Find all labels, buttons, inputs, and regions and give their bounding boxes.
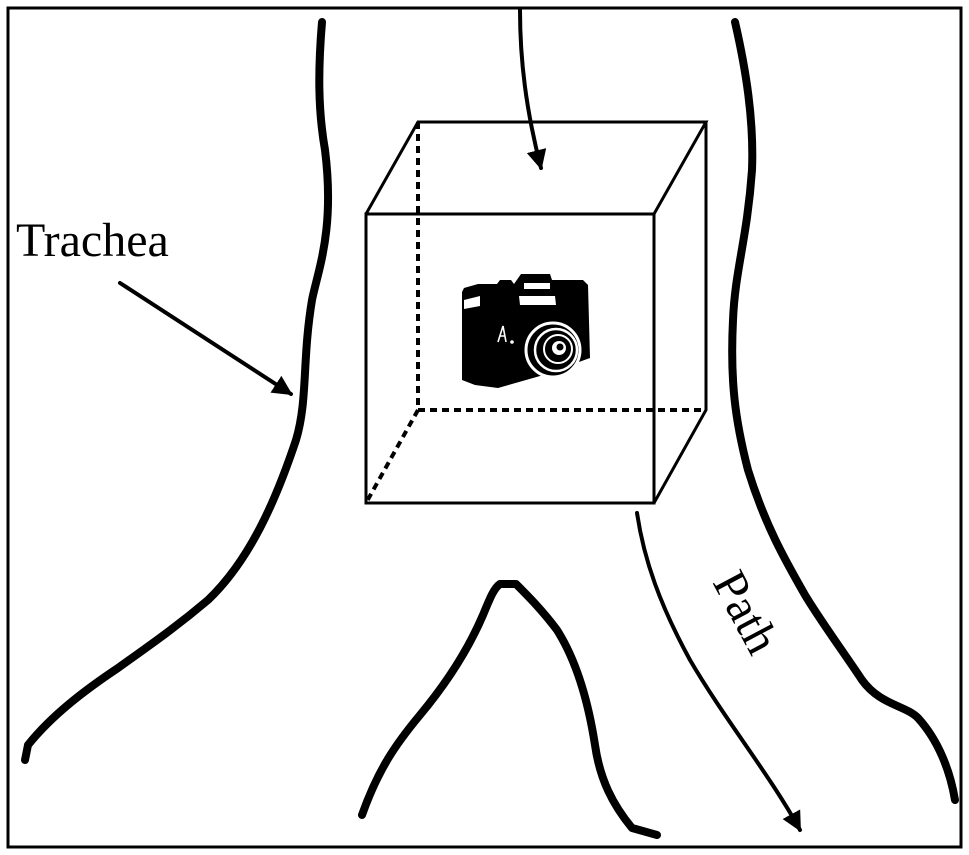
- box-hidden-edges: [364, 122, 706, 504]
- carina-wall: [358, 580, 661, 839]
- camera-icon: [462, 274, 590, 388]
- trachea-pointer-arrow: [118, 281, 293, 396]
- right-airway-wall: [728, 18, 959, 804]
- entry-arrow: [518, 8, 547, 170]
- figure-frame: [6, 6, 963, 849]
- left-airway-wall: [21, 18, 333, 764]
- airway-walls: [21, 18, 959, 839]
- arrows: [118, 8, 802, 832]
- camera-box: [364, 120, 709, 505]
- box-back-edges: [364, 120, 709, 504]
- box-front-face: [364, 212, 656, 505]
- path-arrow: [635, 511, 802, 832]
- trachea-label: Trachea: [16, 214, 169, 267]
